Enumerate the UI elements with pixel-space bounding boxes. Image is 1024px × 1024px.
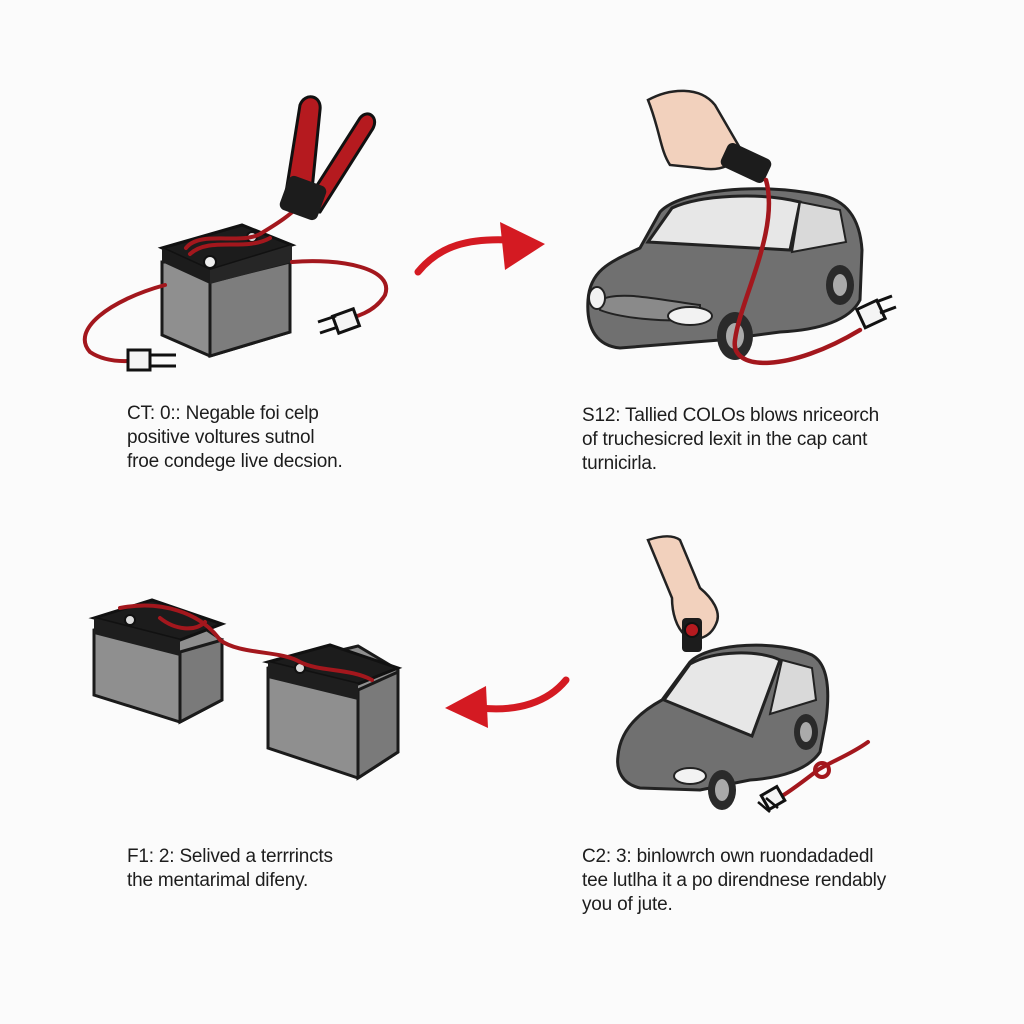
- battery: [262, 643, 403, 781]
- step1-caption: CT: 0:: Negable foi celp positive voltur…: [127, 402, 343, 474]
- car: [616, 643, 830, 810]
- plug-icon: [854, 294, 897, 330]
- hand-icon: [646, 89, 742, 171]
- step4-caption: C2: 3: binlowrch own ruondadadedl tee lu…: [582, 845, 886, 917]
- cable: [82, 203, 389, 363]
- caption-line: turnicirla.: [582, 453, 657, 474]
- cable: [780, 740, 870, 798]
- battery: [88, 598, 227, 725]
- caption-line: F1: 2: Selived a terrrincts: [127, 846, 333, 867]
- plug-icon: [757, 784, 787, 813]
- clamp-icon: [279, 95, 377, 221]
- car: [586, 187, 864, 360]
- caption-line: froe condege live decsion.: [127, 451, 343, 472]
- cable: [118, 603, 374, 682]
- caption-line: you of jute.: [582, 894, 673, 915]
- step2-caption: S12: Tallied COLOs blows nriceorch of tr…: [582, 404, 879, 476]
- caption-line: tee lutlha it a po direndnese rendably: [582, 870, 887, 891]
- caption-line: the mentarimal difeny.: [127, 870, 309, 891]
- hand-icon: [646, 535, 719, 640]
- caption-line: positive voltures sutnol: [127, 427, 315, 448]
- plug-icon: [317, 306, 362, 336]
- caption-line: CT: 0:: Negable foi celp: [127, 403, 319, 424]
- clamp-handle: [720, 143, 772, 183]
- battery: [157, 223, 297, 359]
- step3-caption: F1: 2: Selived a terrrincts the mentarim…: [127, 845, 333, 893]
- clamp-icon: [682, 618, 702, 652]
- caption-line: S12: Tallied COLOs blows nriceorch: [582, 405, 879, 426]
- caption-line: C2: 3: binlowrch own ruondadadedl: [582, 846, 874, 867]
- cable: [732, 177, 863, 365]
- caption-line: of truchesicred lexit in the cap cant: [582, 429, 868, 450]
- plug-icon: [126, 348, 176, 372]
